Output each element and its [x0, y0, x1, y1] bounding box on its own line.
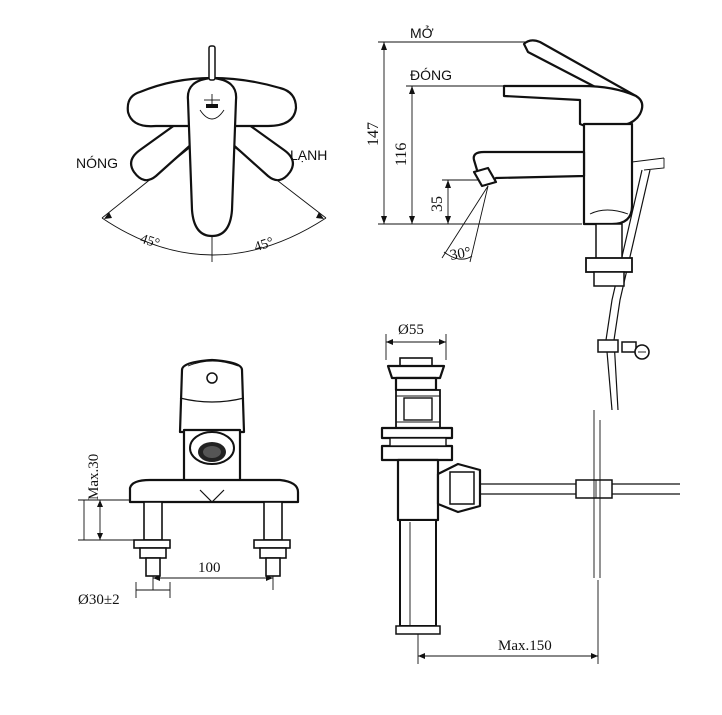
front-view: Max.30 100 Ø30±2	[78, 358, 300, 608]
cold-label: LẠNH	[290, 147, 327, 163]
open-label: MỞ	[410, 24, 434, 41]
dim-total-height: 147	[365, 122, 382, 146]
angle-left-label: 45°	[138, 232, 161, 252]
closed-label: ĐÓNG	[410, 67, 452, 83]
dim-max-length: Max.150	[498, 638, 552, 654]
dim-hole-diameter: Ø30±2	[78, 592, 120, 608]
drain-view: Ø55 Max.150	[380, 322, 680, 664]
hot-label: NÓNG	[76, 155, 118, 171]
dim-outlet-angle: 30°	[449, 245, 472, 264]
dim-plug-diameter: Ø55	[398, 322, 424, 338]
dim-max-thickness: Max.30	[86, 454, 102, 500]
dim-spout-height: 116	[393, 143, 410, 166]
angle-right-label: 45°	[252, 235, 275, 255]
side-view: MỞ ĐÓNG 147 116 35 30°	[365, 24, 665, 411]
dim-outlet-height: 35	[429, 196, 446, 212]
top-view: NÓNG LẠNH 45° 45°	[76, 45, 327, 262]
dim-center-distance: 100	[198, 560, 221, 576]
